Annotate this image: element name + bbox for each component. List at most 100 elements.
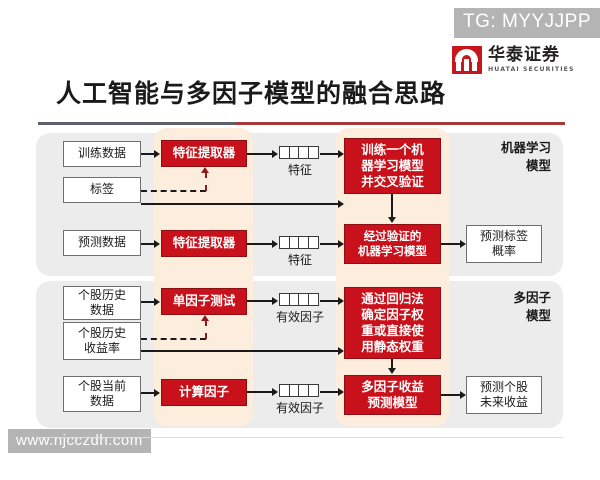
connector-line: [141, 392, 155, 394]
model-label-line1: 多因子收益: [361, 378, 424, 394]
vector-label-feature-predict: 特征: [287, 253, 312, 267]
process-label: 特征提取器: [172, 145, 236, 161]
output-box-predicted-label-prob: 预测标签 概率: [466, 225, 542, 263]
connector-line: [141, 301, 155, 303]
connector-line: [141, 350, 339, 352]
vector-valid-factor-1: [279, 293, 320, 306]
connector-dashed-line: [205, 172, 207, 191]
connector-arrow-icon: [338, 387, 344, 396]
panel-label-line1: 多因子: [513, 290, 551, 305]
process-column-feature: [154, 128, 253, 426]
model-label-line3: 并交叉验证: [361, 174, 424, 190]
connector-line: [320, 153, 339, 155]
output-box-predicted-future-return: 预测个股 未来收益: [466, 376, 542, 414]
connector-arrow-icon: [154, 388, 160, 397]
input-label-line1: 个股当前: [77, 378, 126, 393]
connector-arrow-icon: [154, 239, 160, 248]
connector-line: [320, 243, 339, 245]
connector-dashed-line: [205, 320, 207, 339]
connector-arrow-icon: [201, 167, 209, 173]
output-label-line2: 概率: [491, 244, 516, 258]
panel-label-line2: 模型: [525, 308, 551, 324]
connector-line: [141, 153, 155, 155]
panel-label-machine-learning: 机器学习 模型: [501, 139, 551, 175]
brand-text: 华泰证券 HUATAI SECURITIES: [488, 46, 575, 73]
vector-label-valid-factor-2: 有效因子: [275, 401, 324, 415]
model-box-multifactor-return-model: 多因子收益 预测模型: [344, 375, 441, 415]
divider-red-segment: [236, 122, 565, 125]
input-label-line2: 数据: [89, 394, 114, 408]
connector-line: [391, 359, 393, 369]
vector-feature-predict: [279, 236, 320, 249]
input-box-stock-history-data: 个股历史 数据: [63, 286, 141, 320]
connector-arrow-icon: [154, 297, 160, 306]
model-label-line2: 器学习模型: [361, 157, 424, 173]
output-label-line2: 未来收益: [479, 395, 528, 409]
model-box-regression-weights: 通过回归法 确定因子权 重或直接使 用静态权重: [344, 287, 441, 359]
output-label-line1: 预测个股: [479, 379, 528, 394]
connector-arrow-icon: [338, 199, 344, 208]
connector-line: [141, 243, 155, 245]
input-label-line1: 个股历史: [77, 325, 126, 340]
output-label-line1: 预测标签: [479, 228, 528, 243]
panel-label-line2: 模型: [525, 158, 551, 174]
input-label-line2: 收益率: [83, 341, 120, 355]
vector-label-feature-train: 特征: [287, 163, 312, 177]
watermark-top: TG: MYYJJPP: [454, 8, 600, 38]
input-label: 训练数据: [77, 146, 126, 161]
process-box-single-factor-test: 单因子测试: [161, 288, 247, 315]
brand-name-en: HUATAI SECURITIES: [488, 65, 575, 73]
page-title: 人工智能与多因子模型的融合思路: [56, 79, 447, 108]
connector-arrow-icon: [272, 239, 278, 248]
process-label: 单因子测试: [172, 293, 236, 309]
brand-logo: 华泰证券 HUATAI SECURITIES: [452, 46, 575, 74]
input-box-training-data: 训练数据: [63, 141, 141, 167]
connector-line: [247, 243, 273, 245]
connector-line: [320, 391, 339, 393]
divider-dark-segment: [38, 122, 236, 125]
input-label-line1: 个股历史: [77, 287, 126, 302]
connector-arrow-icon: [201, 315, 209, 321]
input-label: 标签: [89, 182, 114, 197]
connector-line: [320, 300, 339, 302]
input-label-line2: 数据: [89, 303, 114, 317]
input-box-prediction-data: 预测数据: [63, 230, 141, 256]
process-box-feature-extractor-predict: 特征提取器: [161, 230, 247, 257]
model-label-line1: 经过验证的: [363, 229, 422, 244]
panel-label-multi-factor: 多因子 模型: [513, 289, 551, 325]
connector-line: [441, 394, 461, 396]
input-label: 预测数据: [77, 235, 126, 250]
input-box-stock-current-data: 个股当前 数据: [63, 376, 141, 412]
model-label-line2: 确定因子权: [361, 306, 424, 322]
process-label: 特征提取器: [172, 235, 236, 251]
connector-line: [141, 203, 339, 205]
connector-dashed-line: [141, 190, 206, 192]
vector-feature-train: [279, 146, 320, 159]
huatai-logo-icon: [452, 46, 482, 74]
input-box-stock-history-return: 个股历史 收益率: [63, 322, 141, 360]
watermark-bottom: www.njcczdh.com: [8, 429, 151, 453]
connector-arrow-icon: [387, 217, 396, 223]
model-label-line1: 通过回归法: [361, 290, 424, 306]
connector-arrow-icon: [338, 296, 344, 305]
connector-arrow-icon: [272, 296, 278, 305]
process-box-compute-factor: 计算因子: [161, 379, 247, 406]
model-label-line2: 预测模型: [367, 395, 418, 410]
panel-label-line1: 机器学习: [500, 140, 551, 155]
connector-line: [247, 300, 273, 302]
model-box-train-ml-model: 训练一个机 器学习模型 并交叉验证: [344, 138, 441, 194]
connector-line: [391, 194, 393, 218]
model-box-validated-model: 经过验证的 机器学习模型: [344, 224, 441, 264]
connector-arrow-icon: [338, 346, 344, 355]
connector-arrow-icon: [338, 149, 344, 158]
model-label-line2: 机器学习模型: [358, 244, 427, 258]
connector-arrow-icon: [387, 368, 396, 374]
vector-label-valid-factor-1: 有效因子: [275, 310, 324, 324]
connector-arrow-icon: [154, 149, 160, 158]
connector-arrow-icon: [272, 387, 278, 396]
connector-dashed-line: [141, 338, 206, 340]
connector-arrow-icon: [338, 239, 344, 248]
connector-arrow-icon: [460, 390, 466, 399]
model-label-line1: 训练一个机: [361, 141, 424, 157]
